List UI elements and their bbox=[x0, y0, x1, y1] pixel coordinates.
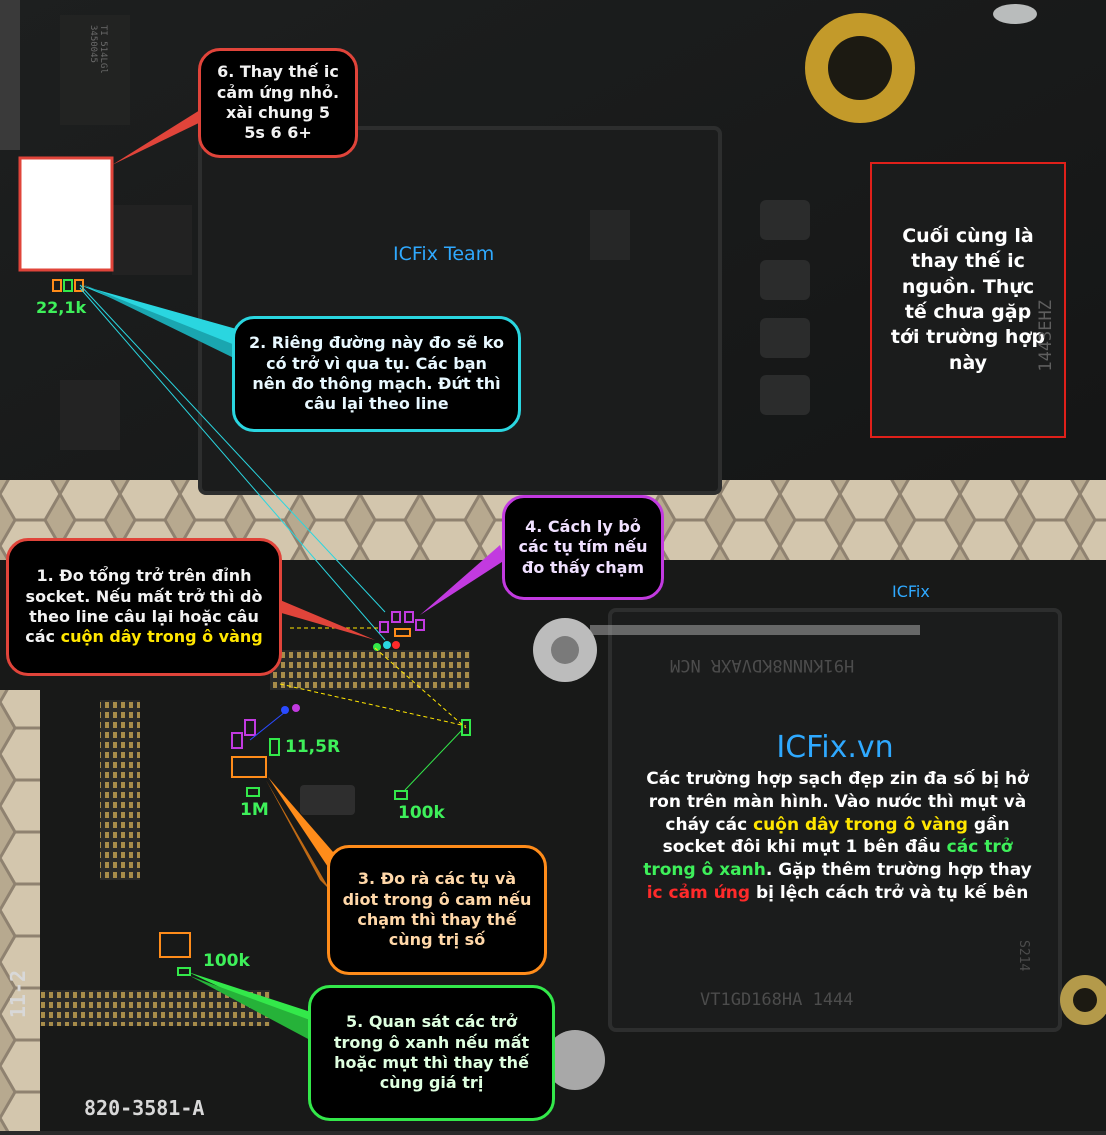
orange-box bbox=[231, 756, 267, 778]
cpu-chip-top bbox=[198, 126, 722, 495]
chip-text-bottom: VT1GD168HA 1444 bbox=[700, 990, 854, 1010]
value-label-22k: 22,1k bbox=[36, 298, 87, 317]
chip-text-top: 1443EHZ bbox=[1036, 300, 1056, 372]
power-ic-panel: Cuối cùng là thay thế ic nguồn. Thực tế … bbox=[870, 162, 1066, 438]
touch-ic-box bbox=[18, 156, 114, 272]
value-label-100k-a: 100k bbox=[398, 803, 445, 823]
watermark-top: ICFix Team bbox=[393, 243, 495, 265]
value-label-100k-b: 100k bbox=[203, 951, 250, 971]
callout-2: 2. Riêng đường này đo sẽ ko có trở vì qu… bbox=[232, 316, 521, 432]
board-rev: 11-2 bbox=[6, 970, 30, 1019]
value-label-11r: 11,5R bbox=[285, 737, 341, 757]
callout-1: 1. Đo tổng trở trên đỉnh socket. Nếu mất… bbox=[6, 538, 282, 676]
small-chip-label: TI 514LGl 3450045 bbox=[88, 25, 108, 74]
info-title: ICFix.vn bbox=[776, 730, 894, 765]
board-number: 820-3581-A bbox=[84, 1096, 205, 1120]
callout-5: 5. Quan sát các trở trong ô xanh nếu mất… bbox=[308, 985, 555, 1121]
chip-code: S214 bbox=[1016, 940, 1031, 972]
callout-6: 6. Thay thế ic cảm ứng nhỏ. xài chung 5 … bbox=[198, 48, 358, 158]
watermark-mid: ICFix bbox=[892, 582, 930, 601]
callout-4: 4. Cách ly bỏ các tụ tím nếu đo thấy chạ… bbox=[502, 495, 664, 600]
info-panel-text: Các trường hợp sạch đẹp zin đa số bị hở … bbox=[643, 769, 1032, 903]
chip-text-mid: H91KNNN8KDVAXR NCM bbox=[670, 655, 855, 675]
cpu-chip-bottom bbox=[608, 608, 1062, 1032]
callout-3: 3. Đo rà các tụ và diot trong ô cam nếu … bbox=[327, 845, 547, 975]
value-label-1m: 1M bbox=[240, 800, 269, 820]
socket-connector bbox=[270, 650, 470, 690]
